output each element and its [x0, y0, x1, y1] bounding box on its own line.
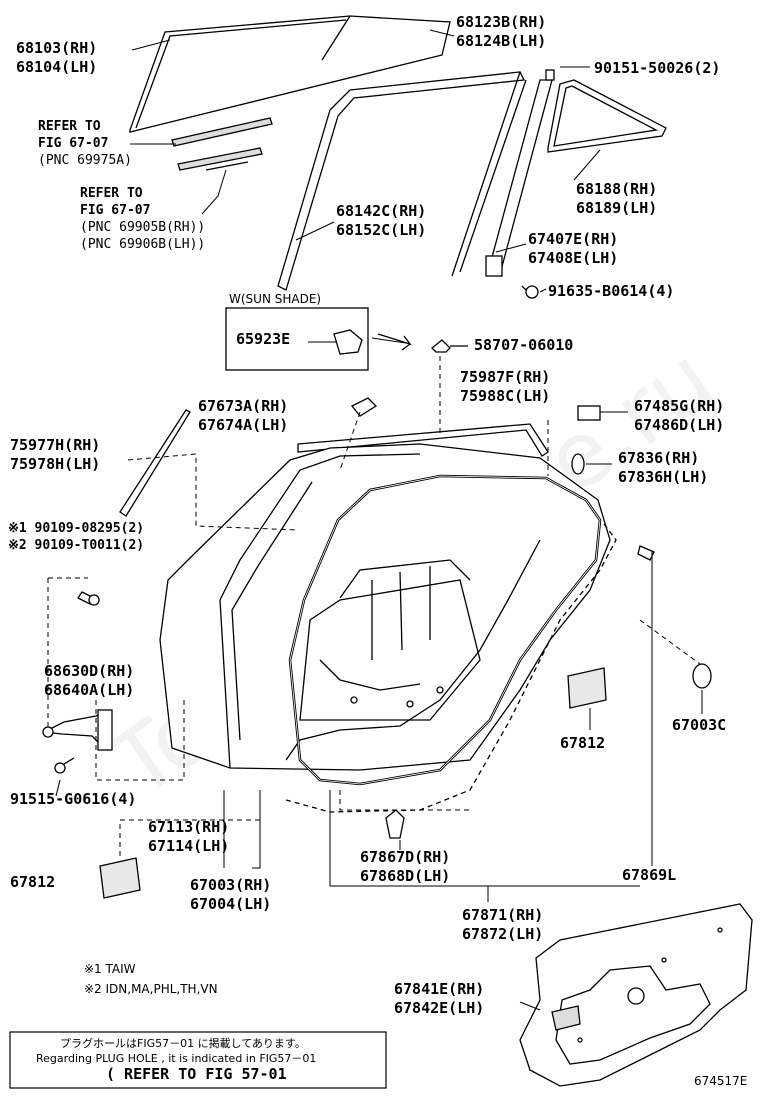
label-67812-right: 67812 [560, 734, 606, 752]
label-67407: 67407E(RH)67408E(LH) [528, 230, 619, 267]
label-75987: 75987F(RH)75988C(LH) [460, 368, 551, 405]
run-channel [277, 71, 527, 291]
label-65923: 65923E [236, 330, 291, 348]
label-67113: 67113(RH)67114(LH) [148, 818, 230, 855]
quarter-glass [547, 79, 667, 153]
clip-67867 [385, 809, 405, 839]
sunshade-box [225, 307, 369, 371]
note-taiw: ※1 TAIW [84, 962, 136, 976]
note-box [9, 1031, 387, 1089]
label-68103: 68103(RH)68104(LH) [16, 39, 98, 76]
plug-hole-refer: ( REFER TO FIG 57-01 [106, 1065, 287, 1083]
label-67867: 67867D(RH)67868D(LH) [360, 848, 451, 885]
label-75977: 75977H(RH)75978H(LH) [10, 436, 101, 473]
clip-58707 [431, 339, 468, 353]
label-67869: 67869L [622, 866, 677, 884]
label-68142: 68142C(RH)68152C(LH) [336, 202, 427, 239]
service-hole-cover [519, 903, 753, 1087]
door-panel [159, 443, 611, 771]
label-68188: 68188(RH)68189(LH) [576, 180, 658, 217]
label-67836: 67836(RH)67836H(LH) [618, 449, 709, 486]
label-67003c: 67003C [672, 716, 727, 734]
sunshade-label: W(SUN SHADE) [229, 292, 322, 306]
door-glass [129, 15, 451, 133]
label-67841: 67841E(RH)67842E(LH) [394, 980, 485, 1017]
pad-67812-right [567, 667, 607, 709]
belt-weatherstrip [297, 423, 549, 457]
label-68630: 68630D(RH)68640A(LH) [44, 662, 135, 699]
arrow [377, 333, 412, 351]
clip-67869 [637, 545, 655, 561]
label-90109: ※1 90109-08295(2)※2 90109-T0011(2) [8, 521, 145, 553]
sunshade-clip [333, 329, 363, 355]
label-67485: 67485G(RH)67486D(LH) [634, 397, 725, 434]
figure-id: 674517E [694, 1074, 748, 1088]
cap-67003c [692, 663, 712, 689]
note-countries: ※2 IDN,MA,PHL,TH,VN [84, 982, 218, 996]
bracket-67673 [350, 397, 378, 417]
pad-67485 [577, 405, 601, 421]
label-67003: 67003(RH)67004(LH) [190, 876, 272, 913]
grommet-67836 [571, 453, 585, 475]
door-check [41, 709, 113, 751]
label-58707: 58707-06010 [474, 336, 574, 354]
center-frame [485, 69, 555, 277]
label-67812-left: 67812 [10, 873, 56, 891]
label-67673: 67673A(RH)67674A(LH) [198, 397, 289, 434]
plug-hole-note-en: Regarding PLUG HOLE , it is indicated in… [36, 1052, 317, 1065]
screw-91515 [54, 757, 75, 774]
pad-67812-left [99, 857, 141, 899]
label-68123: 68123B(RH)68124B(LH) [456, 13, 547, 50]
leader-lines [47, 29, 703, 1011]
plug-hole-note-jp: プラグホールはFIG57－01 に掲載してあります。 [60, 1037, 306, 1050]
label-67871: 67871(RH)67872(LH) [462, 906, 544, 943]
moulding-75977 [119, 409, 191, 517]
bolt-91635 [521, 285, 539, 299]
screw-90109 [77, 591, 100, 606]
label-91515: 91515-G0616(4) [10, 790, 137, 808]
belt-moulding-refer [171, 117, 273, 171]
label-90151: 90151-50026(2) [594, 59, 721, 77]
door-weatherstrip [288, 474, 602, 786]
label-91635: 91635-B0614(4) [548, 282, 675, 300]
sealer [285, 523, 617, 813]
